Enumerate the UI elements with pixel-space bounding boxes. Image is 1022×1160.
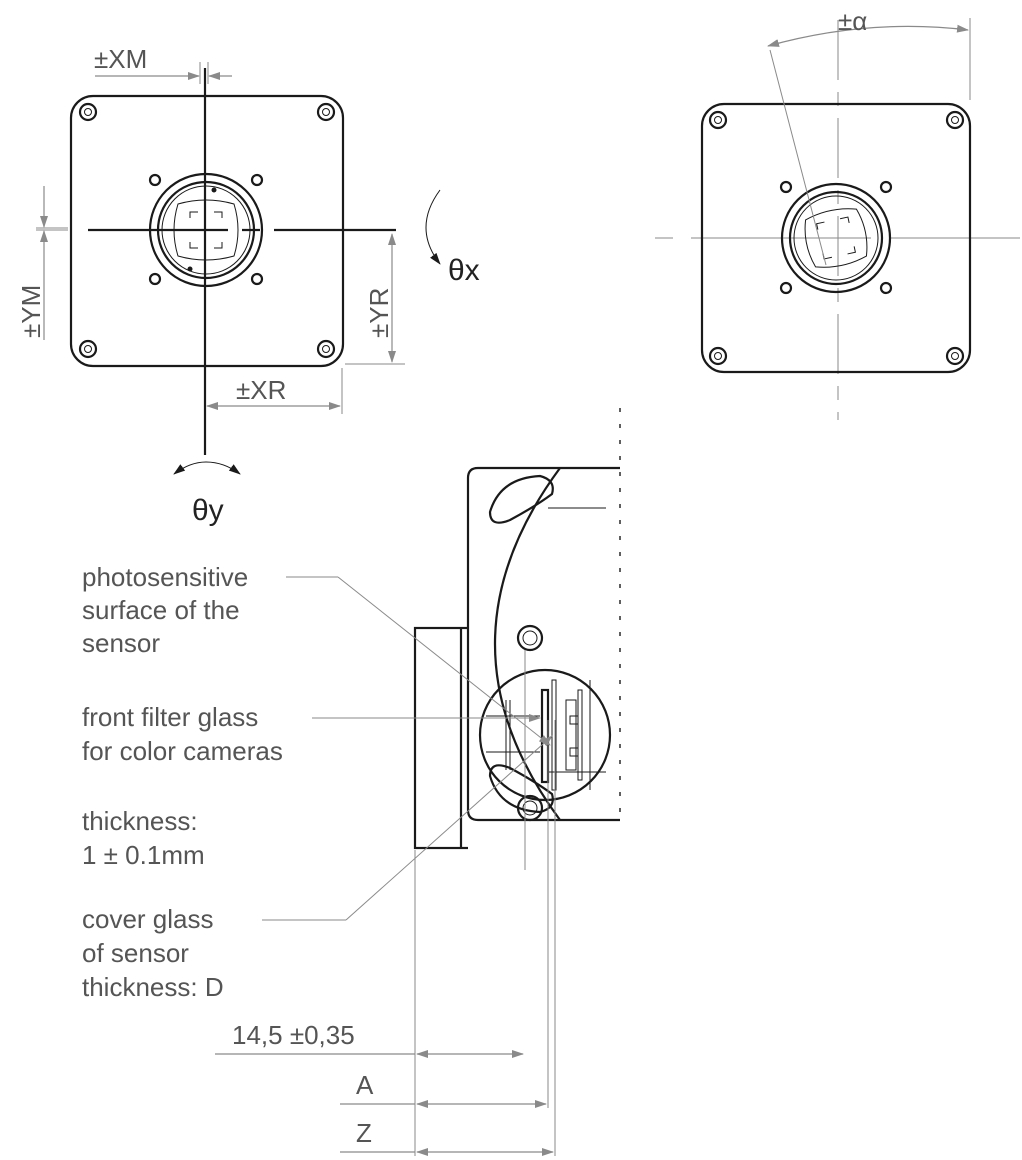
callout-photosensitive-line3: sensor: [82, 628, 160, 658]
callout-cover-line3: thickness: D: [82, 972, 224, 1002]
callout-thickness-line1: thickness:: [82, 806, 198, 836]
alpha-arc: [767, 24, 969, 47]
side-view: [413, 408, 621, 1156]
callout-thickness: thickness: 1 ± 0.1mm: [82, 806, 205, 870]
label-xr: ±XR: [236, 375, 286, 405]
label-yr: ±YR: [364, 288, 394, 338]
label-flange: 14,5 ±0,35: [232, 1020, 355, 1050]
front-view: ±XM ±YM ±YR ±XR θx θy: [16, 44, 480, 527]
mount-holes-rotated: [779, 180, 893, 295]
callout-filter-line2: for color cameras: [82, 736, 283, 766]
camera-body-side: [466, 466, 620, 822]
dimension-yr: [345, 233, 405, 365]
corner-screws-rotated: [708, 110, 965, 366]
camera-front-curve: [494, 467, 561, 821]
label-a: A: [356, 1070, 374, 1100]
callout-photosensitive: photosensitive surface of the sensor: [82, 562, 551, 746]
cutout-top: [488, 474, 554, 524]
svg-text:thickness: 1 ± 0.1mm: thickness: 1 ± 0.1mm: [82, 806, 205, 870]
lens-mount-rotated: [780, 182, 892, 294]
callout-filter-glass: front filter glass for color cameras: [82, 702, 541, 766]
rotated-view: ±α: [655, 6, 1020, 420]
callout-thickness-line2: 1 ± 0.1mm: [82, 840, 205, 870]
lens-flange: [413, 626, 463, 850]
cutout-bottom: [488, 764, 554, 814]
sensor-detail-circle: [478, 668, 612, 802]
label-ym: ±YM: [16, 285, 46, 338]
mount-holes-front: [148, 173, 264, 286]
svg-text:cover glass of sensor: cover glass of sensor thickness: D: [82, 904, 224, 1002]
label-theta-y: θy: [192, 494, 224, 527]
callout-cover-line2: of sensor: [82, 938, 189, 968]
camera-body-rotated: [700, 102, 972, 374]
rotated-tilt-axis: [769, 49, 827, 266]
theta-x-arrow: [425, 189, 441, 265]
callout-photosensitive-line2: surface of the: [82, 595, 240, 625]
callout-cover-glass: cover glass of sensor thickness: D: [82, 735, 553, 1002]
callout-filter-line1: front filter glass: [82, 702, 258, 732]
svg-text:front filter glass for c: front filter glass for color cameras: [82, 702, 283, 766]
dimension-xr: [206, 368, 343, 414]
dimension-xm: [95, 62, 232, 84]
label-alpha: ±α: [838, 6, 867, 36]
label-theta-x: θx: [448, 254, 480, 287]
svg-text:photosensitive surface o: photosensitive surface of the sensor: [82, 562, 255, 658]
callout-cover-line1: cover glass: [82, 904, 214, 934]
label-xm: ±XM: [94, 44, 147, 74]
corner-screws-front: [78, 102, 336, 359]
theta-y-arrow-right: [205, 461, 241, 475]
callout-photosensitive-line1: photosensitive: [82, 562, 248, 592]
theta-y-arrow-left: [173, 461, 207, 475]
label-z: Z: [356, 1118, 372, 1148]
